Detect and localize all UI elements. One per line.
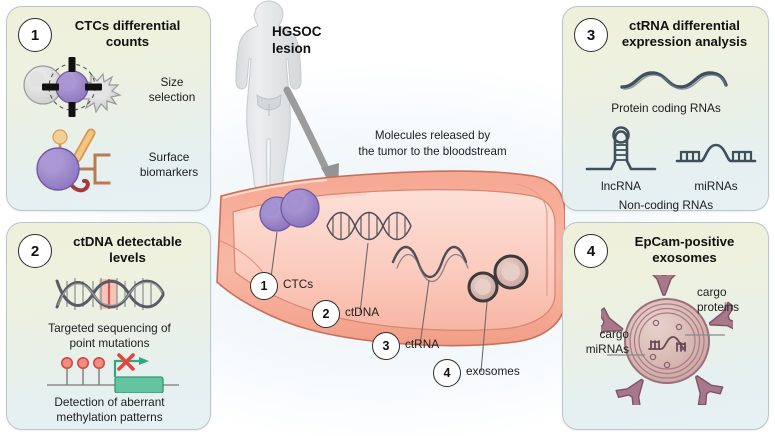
- caption-cargo-mirnas-line1: cargo: [599, 327, 629, 341]
- panel-4-badge: 4: [574, 234, 608, 268]
- callout-label-ctdna: ctDNA: [345, 305, 380, 319]
- callout-label-ctrna: ctRNA: [405, 337, 440, 351]
- panel-4-caption-cargo-proteins: cargo proteins: [697, 285, 763, 314]
- panel-epcam-positive-exosomes[interactable]: 4 EpCam-positive exosomes: [562, 222, 769, 430]
- callout-badge-ctdna[interactable]: 2: [312, 300, 340, 328]
- callout-badge-exosomes[interactable]: 4: [433, 359, 461, 387]
- hgsoc-label-line1: HGSOC: [272, 24, 322, 39]
- protein-coding-rna-icon: [620, 71, 728, 90]
- caption-surface-line1: Surface: [148, 150, 190, 164]
- caption-cargo-mirnas-line2: miRNAs: [585, 341, 629, 356]
- callout-number-3: 3: [382, 339, 390, 353]
- panel-3-caption-lncrna: lncRNA: [601, 179, 641, 193]
- panel-1-title-line2: counts: [105, 34, 150, 50]
- ctdna-helix-in-vessel: [326, 211, 412, 241]
- callout-number-2: 2: [322, 307, 330, 321]
- panel-3-caption-mirnas: miRNAs: [694, 179, 738, 193]
- caption-size-line2: selection: [148, 89, 196, 104]
- ctrna-strand-in-vessel: [391, 245, 469, 283]
- panel-1-caption-size-selection: Size selection: [141, 75, 203, 104]
- caption-targeted-line2: point mutations: [69, 335, 150, 350]
- molecules-released-caption: Molecules released by the tumor to the b…: [330, 128, 535, 159]
- panel-3-title-line2: expression analysis: [621, 34, 748, 50]
- caption-surface-line2: biomarkers: [139, 164, 199, 179]
- panel-4-title-line1: EpCam-positive: [634, 234, 735, 249]
- panel-1-badge: 1: [18, 18, 52, 52]
- exosome-icon: [601, 275, 733, 405]
- caption-methyl-line2: methylation patterns: [56, 409, 163, 424]
- panel-2-caption-methylation: Detection of aberrant methylation patter…: [17, 395, 202, 424]
- panel-3-number: 3: [586, 26, 596, 44]
- panel-ctcs-differential-counts[interactable]: 1 CTCs differential counts: [6, 6, 211, 211]
- panel-1-title-line1: CTCs differential: [74, 18, 181, 33]
- panel-4-number: 4: [586, 242, 596, 260]
- human-body-silhouette: [235, 0, 302, 190]
- panel-3-badge: 3: [574, 18, 608, 52]
- panel-ctrna-differential-expression[interactable]: 3 ctRNA differential expression analysis…: [562, 6, 769, 212]
- panel-3-caption-protein-coding: Protein coding RNAs: [611, 101, 721, 115]
- panel-4-title: EpCam-positive exosomes: [609, 234, 760, 266]
- epcam-receptor-group: [601, 275, 733, 405]
- callout-badge-ctcs[interactable]: 1: [250, 272, 278, 300]
- caption-targeted-line1: Targeted sequencing of: [48, 321, 171, 335]
- panel-3-title-line1: ctRNA differential: [629, 18, 740, 33]
- panel-3-caption-non-coding: Non-coding RNAs: [618, 198, 714, 212]
- callout-number-4: 4: [443, 366, 451, 380]
- caption-methyl-line1: Detection of aberrant: [54, 395, 165, 409]
- surface-biomarkers-icon: [36, 128, 111, 193]
- callout-label-ctcs: CTCs: [283, 277, 314, 291]
- panel-2-number: 2: [30, 242, 40, 260]
- panel-1-caption-surface-biomarkers: Surface biomarkers: [131, 150, 207, 179]
- panel-2-title-line2: levels: [109, 250, 146, 266]
- exosomes-in-vessel: [467, 254, 529, 303]
- center-illustration: [216, 0, 565, 373]
- lncrna-icon: [585, 126, 657, 171]
- panel-2-badge: 2: [18, 234, 52, 268]
- panel-2-caption-targeted-sequencing: Targeted sequencing of point mutations: [17, 321, 202, 350]
- callout-label-exosomes: exosomes: [466, 364, 520, 378]
- panel-1-title: CTCs differential counts: [55, 18, 200, 50]
- panel-4-caption-cargo-mirnas: cargo miRNAs: [567, 327, 629, 356]
- cargo-mirna-strand: [648, 336, 686, 352]
- methylation-pattern-icon: [47, 353, 179, 393]
- hgsoc-label-line2: lesion: [272, 40, 312, 56]
- caption-cargo-proteins-line1: cargo: [697, 285, 727, 299]
- panel-2-title: ctDNA detectable levels: [55, 234, 200, 266]
- caption-size-line1: Size: [160, 75, 184, 89]
- ctc-cells-in-vessel: [259, 188, 320, 232]
- callout-number-1: 1: [260, 279, 268, 293]
- panel-2-title-line1: ctDNA detectable: [73, 234, 182, 249]
- callout-badge-ctrna[interactable]: 3: [372, 332, 400, 360]
- mirnas-icon: [675, 143, 757, 163]
- size-selection-icon: [23, 57, 122, 117]
- panel-ctdna-detectable-levels[interactable]: 2 ctDNA detectable levels: [6, 222, 211, 430]
- caption-cargo-proteins-line2: proteins: [697, 299, 739, 314]
- hgsoc-lesion-label: HGSOC lesion: [272, 24, 364, 58]
- panel-3-title: ctRNA differential expression analysis: [609, 18, 760, 50]
- panel-4-title-line2: exosomes: [652, 250, 717, 266]
- dna-double-helix-icon: [55, 278, 165, 310]
- released-line2: the tumor to the bloodstream: [358, 144, 507, 158]
- panel-1-number: 1: [30, 26, 40, 44]
- released-line1: Molecules released by: [374, 129, 491, 142]
